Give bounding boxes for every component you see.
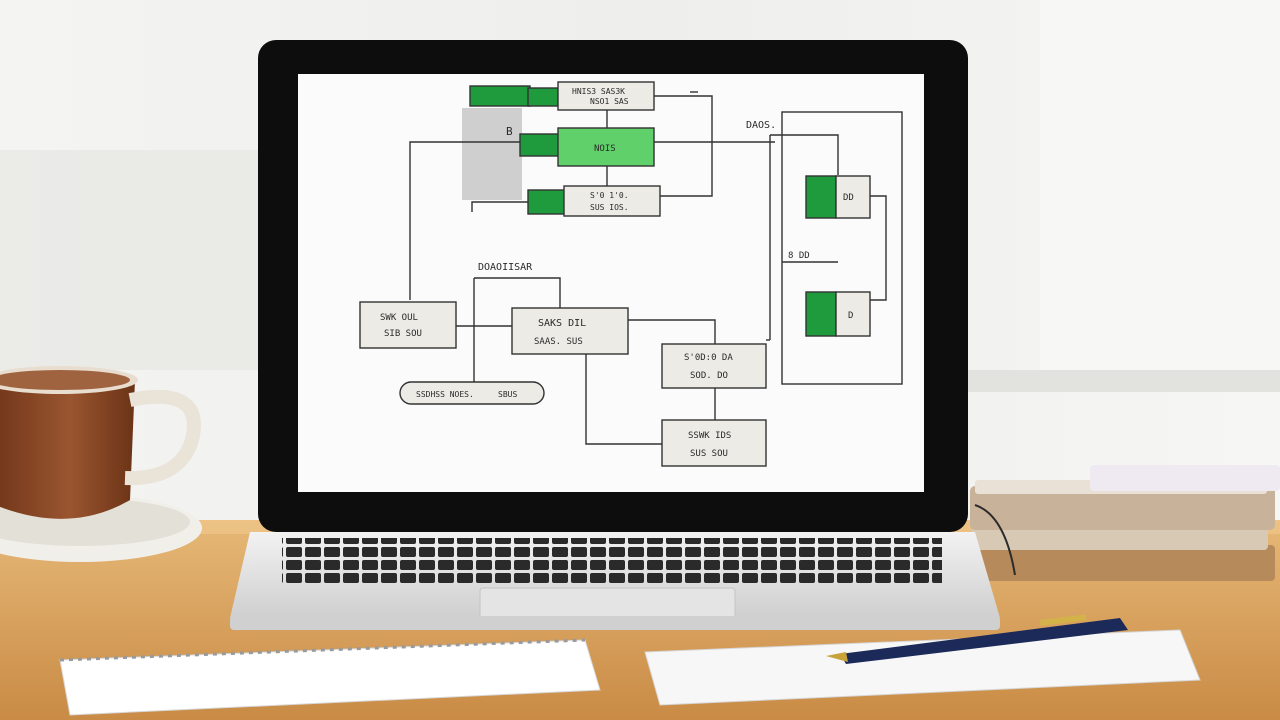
window-sill	[960, 370, 1280, 392]
side-panel	[781, 111, 903, 385]
book-stack	[970, 465, 1280, 581]
bottom-box	[661, 419, 767, 467]
right-box	[661, 343, 767, 389]
side-panel-bottom: D	[848, 311, 853, 321]
top-box-1-line-2: NSO1 SAS	[590, 97, 629, 106]
top-box-3	[563, 185, 661, 217]
side-box-2	[835, 291, 871, 337]
center-heading: DOAOIISAR	[478, 262, 533, 273]
bottom-box-line-2: SUS SOU	[690, 449, 728, 459]
trackpad	[479, 587, 736, 619]
laptop	[230, 40, 1000, 630]
top-box-3-line-2: SUS IOS.	[590, 203, 629, 212]
gray-block	[462, 108, 522, 200]
left-box	[359, 301, 457, 349]
gray-block-mark: B	[506, 125, 513, 138]
right-box-line-1: S'0D:0 DA	[684, 353, 733, 363]
top-box-2-line-1: NOIS	[594, 144, 616, 154]
keyboard	[282, 538, 942, 586]
flow-diagram: B HNIS3 SAS3K NSO1 SAS NOIS S'0 1'0. SUS…	[359, 81, 903, 467]
pill-node	[399, 381, 545, 405]
pill-line-1: SSDHSS NOES.	[416, 390, 474, 399]
window-pane-right	[1040, 0, 1280, 380]
side-box-1	[835, 175, 871, 219]
green-tab-1	[469, 85, 531, 107]
left-box-line-1: SWK OUL	[380, 313, 418, 323]
green-tab-3	[527, 189, 567, 215]
center-box-line-2: SAAS. SUS	[534, 337, 583, 347]
center-box-line-1: SAKS DIL	[538, 318, 586, 329]
bottom-box-line-1: SSWK IDS	[688, 431, 731, 441]
right-box-line-2: SOD. DO	[690, 371, 728, 381]
coffee-cup	[0, 366, 202, 562]
center-box	[511, 307, 629, 355]
top-box-2	[557, 127, 655, 167]
top-box-1-line-1: HNIS3 SAS3K	[572, 87, 625, 96]
pen	[826, 614, 1128, 664]
side-green-1	[805, 175, 837, 219]
green-tab-1b	[527, 87, 559, 107]
green-tab-2	[519, 133, 561, 157]
side-panel-mid: 8 DD	[788, 251, 810, 261]
side-panel-top: DD	[843, 193, 854, 203]
window-pane-left	[0, 150, 260, 370]
top-box-3-line-1: S'0 1'0.	[590, 191, 629, 200]
left-box-line-2: SIB SOU	[384, 329, 422, 339]
side-label: DAOS.	[746, 120, 776, 131]
top-box-1	[557, 81, 655, 111]
spiral-notebook	[59, 638, 601, 716]
pill-line-2: SBUS	[498, 390, 517, 399]
side-green-2	[805, 291, 837, 337]
